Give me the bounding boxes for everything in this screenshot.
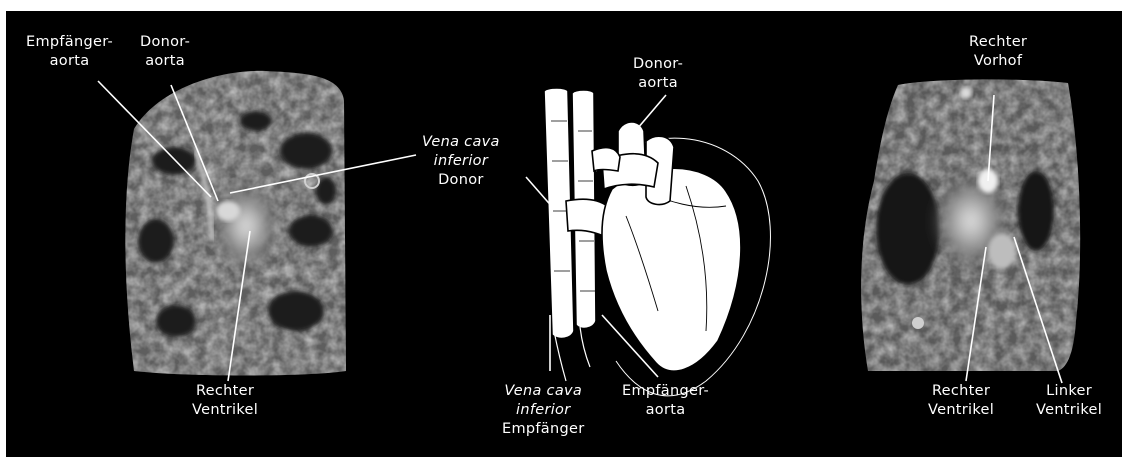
left-mri-image bbox=[116, 61, 356, 381]
label-left-recipient-aorta: Empfänger- aorta bbox=[26, 33, 113, 71]
label-ivc-donor: Vena cava inferior Donor bbox=[422, 133, 500, 190]
label-text: inferior bbox=[502, 401, 584, 420]
label-text: Vena cava bbox=[502, 382, 584, 401]
label-right-left-ventricle: Linker Ventrikel bbox=[1036, 382, 1102, 420]
label-text: Donor- bbox=[633, 55, 683, 74]
label-right-right-ventricle: Rechter Ventrikel bbox=[928, 382, 994, 420]
label-text: Linker bbox=[1036, 382, 1102, 401]
figure-panel: Empfänger- aorta Donor- aorta Rechter Ve… bbox=[6, 11, 1122, 457]
label-right-atrium: Rechter Vorhof bbox=[969, 33, 1027, 71]
label-text: Rechter bbox=[928, 382, 994, 401]
label-text: Donor bbox=[422, 171, 500, 190]
heart-body bbox=[602, 168, 741, 371]
label-text: Ventrikel bbox=[1036, 401, 1102, 420]
label-text: aorta bbox=[622, 401, 709, 420]
label-text: Rechter bbox=[192, 382, 258, 401]
label-left-donor-aorta: Donor- aorta bbox=[140, 33, 190, 71]
label-text: Vorhof bbox=[969, 52, 1027, 71]
label-text: Vena cava bbox=[422, 133, 500, 152]
right-mri-image bbox=[856, 71, 1096, 381]
label-text: Empfänger- bbox=[26, 33, 113, 52]
label-ivc-recipient: Vena cava inferior Empfänger bbox=[502, 382, 584, 439]
label-text: Rechter bbox=[969, 33, 1027, 52]
label-mid-recipient-aorta: Empfänger- aorta bbox=[622, 382, 709, 420]
label-text: inferior bbox=[422, 152, 500, 171]
label-text: Empfänger- bbox=[622, 382, 709, 401]
label-text: aorta bbox=[26, 52, 113, 71]
label-text: Donor- bbox=[140, 33, 190, 52]
heart-illustration bbox=[544, 88, 770, 396]
label-left-right-ventricle: Rechter Ventrikel bbox=[192, 382, 258, 420]
label-text: Ventrikel bbox=[192, 401, 258, 420]
label-text: Ventrikel bbox=[928, 401, 994, 420]
label-text: aorta bbox=[633, 74, 683, 93]
label-text: Empfänger bbox=[502, 420, 584, 439]
label-text: aorta bbox=[140, 52, 190, 71]
label-mid-donor-aorta: Donor- aorta bbox=[633, 55, 683, 93]
